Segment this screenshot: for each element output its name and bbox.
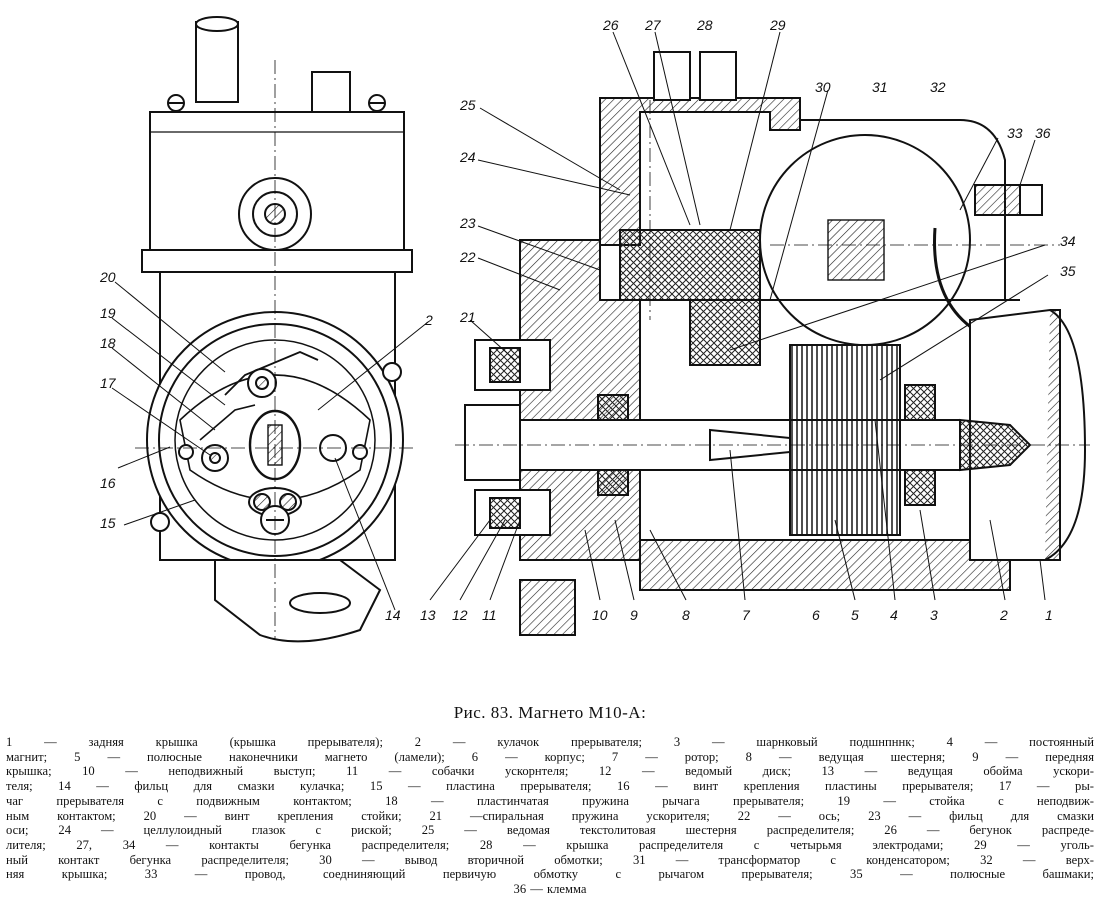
label-7: 7: [742, 607, 751, 623]
label-27: 27: [644, 17, 662, 33]
leader-lines: [111, 31, 1049, 611]
label-29: 29: [769, 17, 786, 33]
label-10: 10: [592, 607, 608, 623]
legend-line: лителя; 27, 34 — контакты бегунка распре…: [6, 837, 1094, 852]
label-25: 25: [459, 97, 476, 113]
label-28: 28: [696, 17, 713, 33]
label-24: 24: [459, 149, 476, 165]
left-view: [135, 16, 415, 643]
label-23: 23: [459, 215, 476, 231]
label-15: 15: [100, 515, 116, 531]
label-13: 13: [420, 607, 436, 623]
label-5: 5: [851, 607, 859, 623]
label-36: 36: [1035, 125, 1051, 141]
label-16: 16: [100, 475, 116, 491]
label-14: 14: [385, 607, 401, 623]
figure-caption: Рис. 83. Магнето М10-А:: [453, 703, 647, 722]
label-34: 34: [1060, 233, 1076, 249]
legend-line: чаг прерывателя с подвижным контактом; 1…: [6, 793, 1094, 808]
label-3: 3: [930, 607, 938, 623]
right-view: [455, 51, 1090, 636]
part-labels: 20 19 18 17 16 15 2 14 21 22 23 24 25 26…: [99, 17, 1076, 623]
label-12: 12: [452, 607, 468, 623]
label-31: 31: [872, 79, 888, 95]
label-8: 8: [682, 607, 690, 623]
label-2-right: 2: [999, 607, 1008, 623]
label-32: 32: [930, 79, 946, 95]
magneto-drawing: 20 19 18 17 16 15 2 14 21 22 23 24 25 26…: [99, 16, 1090, 643]
label-1: 1: [1045, 607, 1053, 623]
legend-line: 1 — задняя крышка (крышка прерывателя); …: [6, 735, 1094, 749]
figure-legend: 1 — задняя крышка (крышка прерывателя); …: [6, 735, 1094, 897]
label-4: 4: [890, 607, 898, 623]
label-30: 30: [815, 79, 831, 95]
legend-line: оси; 24 — целлулоидный глазок с риской; …: [6, 823, 1094, 838]
label-33: 33: [1007, 125, 1023, 141]
legend-line: ным контактом; 20 — винт крепления стойк…: [6, 808, 1094, 823]
label-35: 35: [1060, 263, 1076, 279]
legend-line: 36 — клемма: [513, 882, 587, 897]
label-9: 9: [630, 607, 638, 623]
label-19: 19: [100, 305, 116, 321]
label-6: 6: [812, 607, 820, 623]
label-22: 22: [459, 249, 476, 265]
legend-line: теля; 14 — фильц для смазки кулачка; 15 …: [6, 779, 1094, 794]
legend-line: магнит; 5 — полюсные наконечники магнето…: [6, 749, 1094, 764]
label-20: 20: [99, 269, 116, 285]
legend-line: ный контакт бегунка распределителя; 30 —…: [6, 852, 1094, 867]
legend-line: няя крышка; 33 — провод, соедниняющий пе…: [6, 867, 1094, 882]
label-26: 26: [602, 17, 619, 33]
label-17: 17: [100, 375, 117, 391]
legend-line: крышка; 10 — неподвижный выступ; 11 — со…: [6, 764, 1094, 779]
label-2-left: 2: [424, 312, 433, 328]
label-21: 21: [459, 309, 476, 325]
label-18: 18: [100, 335, 116, 351]
label-11: 11: [482, 607, 497, 623]
